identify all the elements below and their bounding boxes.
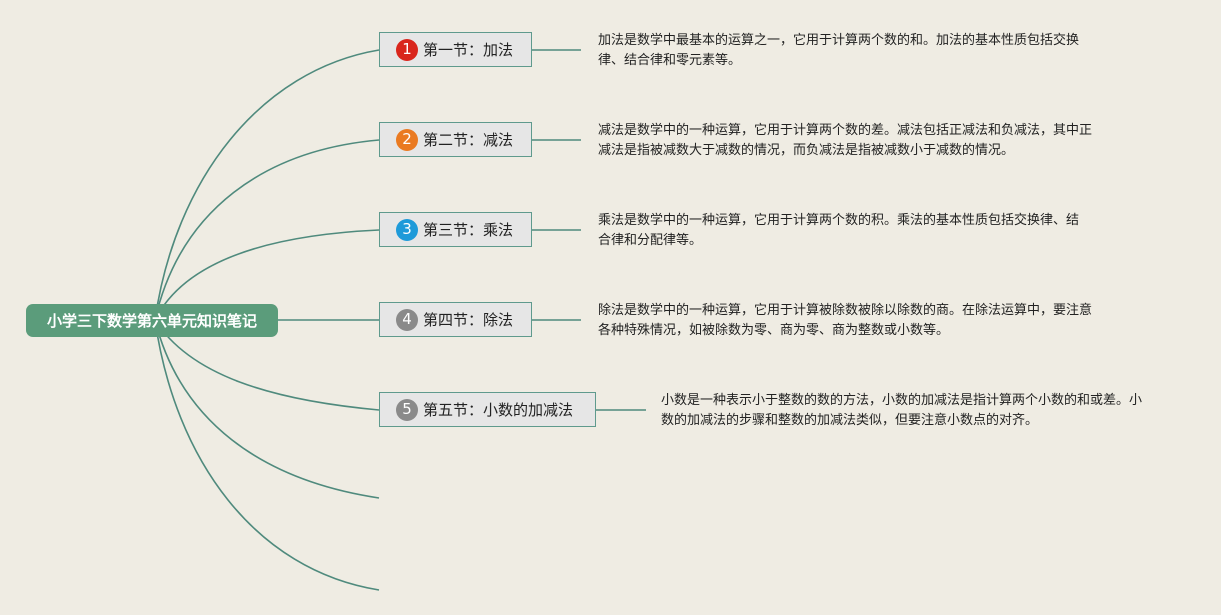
number-3-badge-icon: 3 [396, 218, 418, 241]
branch-note-2: 减法是数学中的一种运算，它用于计算两个数的差。减法包括正减法和负减法，其中正减法… [598, 123, 1093, 158]
branch-note-1: 加法是数学中最基本的运算之一，它用于计算两个数的和。加法的基本性质包括交换律、结… [598, 33, 1080, 68]
number-4-badge-icon: 4 [396, 308, 418, 331]
number-2-badge-icon: 2 [396, 128, 418, 151]
connector-branch-2 [154, 139, 380, 321]
root-topic[interactable]: 小学三下数学第六单元知识笔记 [26, 304, 278, 337]
branch-title: 第一节：加法 [423, 41, 514, 59]
branch-node-4[interactable]: 4 第四节：除法 [379, 302, 532, 337]
branch-title: 第五节：小数的加减法 [423, 401, 574, 419]
number-5-badge-icon: 5 [396, 398, 418, 421]
branch-note-5: 小数是一种表示小于整数的数的方法，小数的加减法是指计算两个小数的和或差。小数的加… [661, 393, 1143, 428]
branch-node-3[interactable]: 3 第三节：乘法 [379, 212, 532, 247]
connector-branch-1 [154, 49, 380, 321]
branch-node-5[interactable]: 5 第五节：小数的加减法 [379, 392, 596, 427]
branch-title: 第三节：乘法 [423, 221, 514, 239]
connector-branch-5 [154, 319, 380, 411]
branch-title: 第二节：减法 [423, 131, 514, 149]
number-1-badge-icon: 1 [396, 38, 418, 61]
connector-empty-1 [154, 319, 380, 499]
branch-note-4: 除法是数学中的一种运算，它用于计算被除数被除以除数的商。在除法运算中，要注意各种… [598, 303, 1093, 338]
connector-empty-2 [154, 319, 380, 591]
connector-branch-3 [154, 229, 380, 321]
branch-node-2[interactable]: 2 第二节：减法 [379, 122, 532, 157]
branch-title: 第四节：除法 [423, 311, 514, 329]
branch-node-1[interactable]: 1 第一节：加法 [379, 32, 532, 67]
branch-note-3: 乘法是数学中的一种运算，它用于计算两个数的积。乘法的基本性质包括交换律、结合律和… [598, 213, 1080, 248]
